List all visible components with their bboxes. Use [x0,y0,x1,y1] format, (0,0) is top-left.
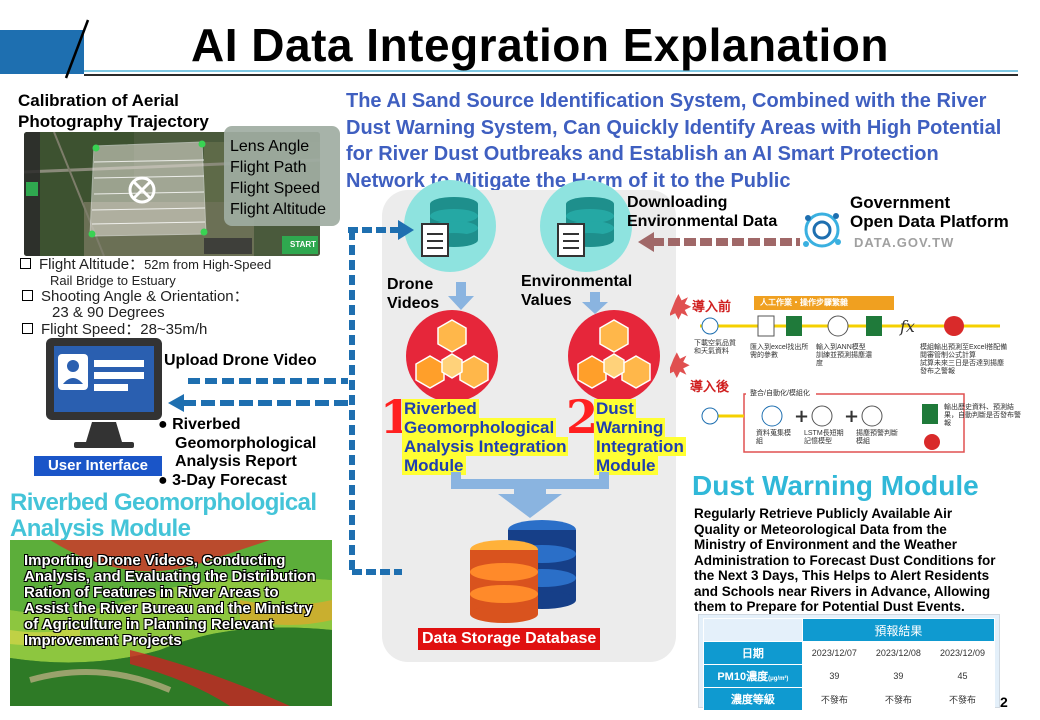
riverbed-module-title: Riverbed Geomorphological Analysis Modul… [10,489,317,542]
dust-module-description: Regularly Retrieve Publicly Available Ai… [694,506,996,614]
param-flight-altitude: Flight Altitude [230,201,327,218]
government-platform-label: Government Open Data Platform [850,193,1009,231]
riverbed-analysis-map [10,540,332,706]
pm-label: PM10濃度(μg/m³) [703,664,803,688]
dust-module-title: Dust Warning Module [692,470,979,501]
upload-drone-video-label: Upload Drone Video [164,352,317,369]
arrow-left-icon [168,394,350,412]
calibration-title: Calibration of Aerial Photography Trajec… [18,90,238,132]
level-label: 濃度等級 [703,687,803,711]
svg-text:+: + [794,406,809,427]
process-diagram-graphics: fx + + [670,294,1000,453]
forecast-table-grid: 預報結果 日期 2023/12/07 2023/12/08 2023/12/09… [703,618,996,711]
param-lens-angle: Lens Angle [230,138,310,155]
calibration-title-line1: Calibration of Aerial [18,91,179,110]
system-description: The AI Sand Source Identification System… [346,90,1002,192]
calibration-title-line2: Photography Trajectory [18,112,209,131]
open-data-logo-icon [803,212,841,248]
dashed-flow-connector [348,220,414,575]
forecast-table: 預報結果 日期 2023/12/07 2023/12/08 2023/12/09… [698,614,1000,711]
checkbox-square-icon [22,323,33,334]
dust-warning-module-icon [568,310,660,402]
output-list: ● Riverbed Geomorphological Analysis Rep… [158,416,317,489]
riverbed-module-label: Riverbed Geomorphological Analysis Integ… [402,399,569,475]
module-number-2: 2 [566,390,599,444]
list-item: ● Riverbed [158,416,241,433]
svg-text:fx: fx [899,317,915,336]
environmental-database-icon [540,180,632,272]
drone-database-icon [404,180,496,272]
arrow-down-icon [582,292,608,314]
app-start-button[interactable]: START [290,240,317,249]
data-storage-label: Data Storage Database [418,628,601,650]
flight-speed-item: Flight Speed：28~35m/h [22,321,342,338]
dashed-arrow-left-icon [638,232,800,252]
dust-module-label: Dust Warning Integration Module [594,399,686,475]
header-underline [84,74,1018,76]
bullet-dot-icon: ● [158,416,173,433]
manual-note: 人工作業・操作步驟繁雜 [760,298,848,307]
param-flight-path: Flight Path [230,159,307,176]
before-label: 導入前 [692,299,732,314]
environmental-values-label: Environmental Values [521,273,633,309]
page-number: 2 [1000,694,1008,710]
checkbox-square-icon [20,258,31,269]
checkbox-square-icon [22,290,33,301]
downloading-data-label: Downloading Environmental Data [627,194,778,230]
header-underline-light [84,70,1018,72]
drone-videos-label: Drone Videos [387,276,440,312]
user-interface-label: User Interface [34,456,162,476]
svg-text:+: + [844,406,859,427]
table-row: 預報結果 [703,618,996,642]
riverbed-module-icon [406,310,498,402]
process-comparison-diagram: fx + + 導入前 人工作業・操作步驟繁雜 下載空氣品質和天氣資料 匯入到ex… [670,292,1030,464]
list-item: ● 3-Day Forecast [158,471,287,489]
arrow-down-icon [448,282,474,310]
table-row: PM10濃度(μg/m³) 39 39 45 [703,664,996,688]
dashed-arrow-upload [188,378,348,384]
table-row: 日期 2023/12/07 2023/12/08 2023/12/09 [703,641,996,665]
landcover-map-image [10,540,332,706]
merge-arrow-icon [451,472,609,518]
date-label: 日期 [703,641,803,665]
government-domain-text: DATA.GOV.TW [854,235,955,250]
forecast-header: 預報結果 [801,618,996,642]
page-title: AI Data Integration Explanation [191,19,889,71]
bullet-dot-icon: ● [158,471,173,489]
param-flight-speed: Flight Speed [230,180,320,197]
shooting-angle-item: Shooting Angle & Orientation： 23 & 90 De… [22,288,342,321]
flight-parameters-box: Lens Angle Flight Path Flight Speed Flig… [224,126,340,226]
header-slash-decoration [64,19,90,79]
table-row: 濃度等級 不發布 不發布 不發布 [703,687,996,711]
riverbed-module-description: Importing Drone Videos, Conducting Analy… [24,552,316,649]
flight-altitude-item: Flight Altitude：52m from High-Speed Rail… [20,256,340,289]
computer-monitor-icon [46,338,162,448]
after-group-label: 整合/自動化/模組化 [750,390,810,397]
drone-flight-planning-screenshot: START [24,132,320,256]
after-label: 導入後 [690,379,730,394]
data-storage-icon [470,520,576,623]
